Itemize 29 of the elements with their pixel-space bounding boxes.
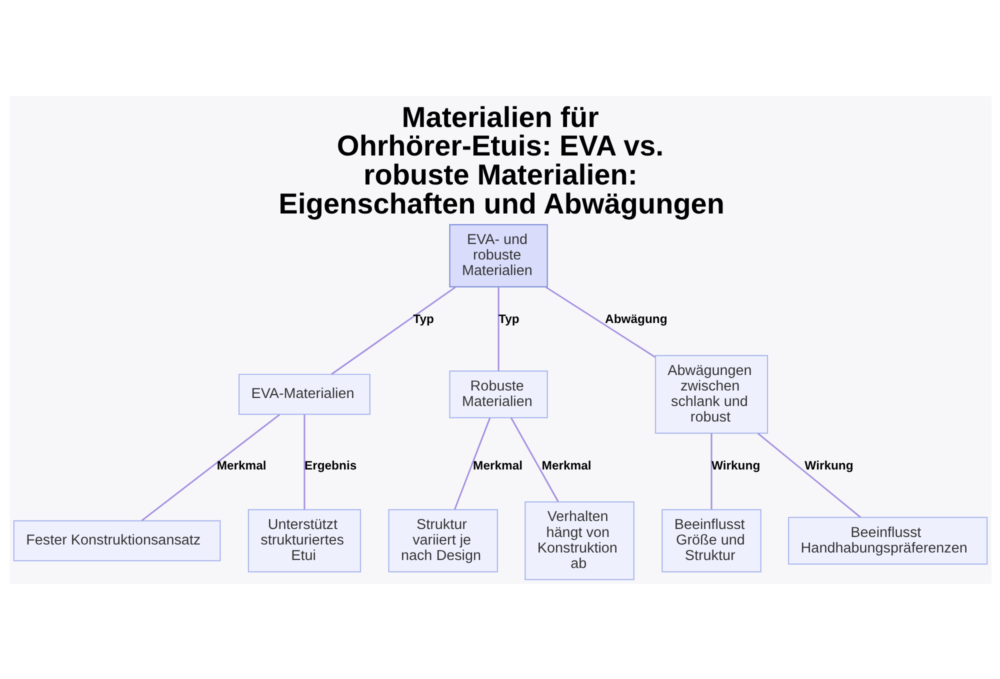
connector <box>453 416 490 510</box>
connector <box>330 286 456 374</box>
edge-label: Merkmal <box>472 458 522 472</box>
node-box: Robuste Materialien <box>448 370 548 418</box>
edge-label: Merkmal <box>216 458 266 472</box>
edge-label: Wirkung <box>804 458 853 472</box>
node-box: Fester Konstruktionsansatz <box>12 520 220 561</box>
node-box: Struktur variiert je nach Design <box>388 508 498 572</box>
connector <box>303 414 305 509</box>
node-box: Unterstützt strukturiertes Etui <box>247 508 361 572</box>
edge-label: Merkmal <box>541 458 591 472</box>
edge-label: Abwägung <box>604 312 667 326</box>
edge-label: Wirkung <box>711 458 760 472</box>
connector <box>140 413 280 521</box>
edge-label: Ergebnis <box>304 458 356 472</box>
node-box: Beeinflusst Handhabungspräferenzen <box>788 516 988 564</box>
edge-label: Typ <box>412 312 434 326</box>
node-box: EVA-Materialien <box>238 373 370 414</box>
node-box: Verhalten hängt von Konstruktion ab <box>524 500 634 580</box>
connector <box>756 432 860 518</box>
node-box: Beeinflusst Größe und Struktur <box>661 508 761 572</box>
node-box: EVA- und robuste Materialien <box>448 224 548 287</box>
connector <box>510 416 558 502</box>
connector <box>544 286 656 358</box>
connector <box>497 286 499 370</box>
edge-label: Typ <box>498 312 519 326</box>
diagram-title: Materialien für Ohrhörer-Etuis: EVA vs. robuste Materialien: Eigenschaften und Abwägungen <box>278 101 724 220</box>
node-box: Abwägungen zwischen schlank und robust <box>654 354 768 434</box>
connector <box>710 432 712 509</box>
